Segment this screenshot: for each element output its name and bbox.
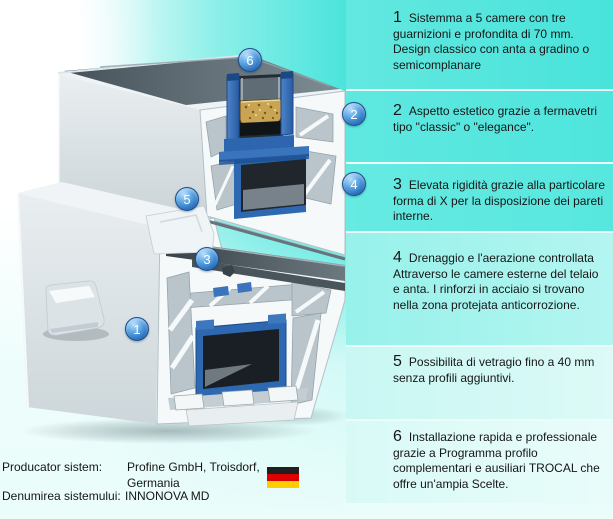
- marker-5: 5: [175, 187, 199, 211]
- callout-number: 2: [393, 102, 402, 119]
- callout-number: 1: [393, 9, 402, 26]
- callout-text: Elevata rigidità grazie alla particolare…: [393, 178, 606, 224]
- callout-text: Aspetto estetico grazie a fermavetri tip…: [393, 104, 597, 134]
- callout-text: Sistemma a 5 camere con tre guarnizioni …: [393, 11, 590, 72]
- callout-number: 4: [393, 249, 402, 266]
- drop-shadow: [20, 418, 316, 444]
- window-profile-illustration: [17, 54, 350, 444]
- callout-text: Possibilita di vetragio fino a 40 mm sen…: [393, 355, 595, 385]
- sealant-strip: [240, 121, 281, 136]
- glass-pane: [240, 77, 281, 104]
- spacer-bar: [239, 98, 282, 125]
- frame-steel-reinforcement: [195, 313, 287, 399]
- callout-number: 5: [393, 353, 402, 370]
- spacer-speckles: [244, 103, 279, 120]
- marker-6: 6: [238, 48, 262, 72]
- clamp-bar-left: [226, 74, 240, 144]
- callout-number: 6: [393, 428, 402, 445]
- sash-front-face: [58, 74, 207, 218]
- marker-4: 4: [342, 172, 366, 196]
- frame-bottom-flanges: [173, 385, 299, 411]
- glazing-unit: [219, 71, 309, 165]
- frame-buffer-handle: [43, 280, 109, 341]
- marker-1: 1: [125, 317, 149, 341]
- marker-3: 3: [195, 247, 219, 271]
- clamp-bar-right: [280, 72, 294, 136]
- callout-text: Installazione rapida e professionale gra…: [393, 430, 600, 491]
- callout-number: 3: [393, 176, 402, 193]
- callout-text: Drenaggio e l'aerazione controllata Attr…: [393, 251, 599, 312]
- sash-profile-group: [57, 54, 346, 259]
- marker-2: 2: [342, 102, 366, 126]
